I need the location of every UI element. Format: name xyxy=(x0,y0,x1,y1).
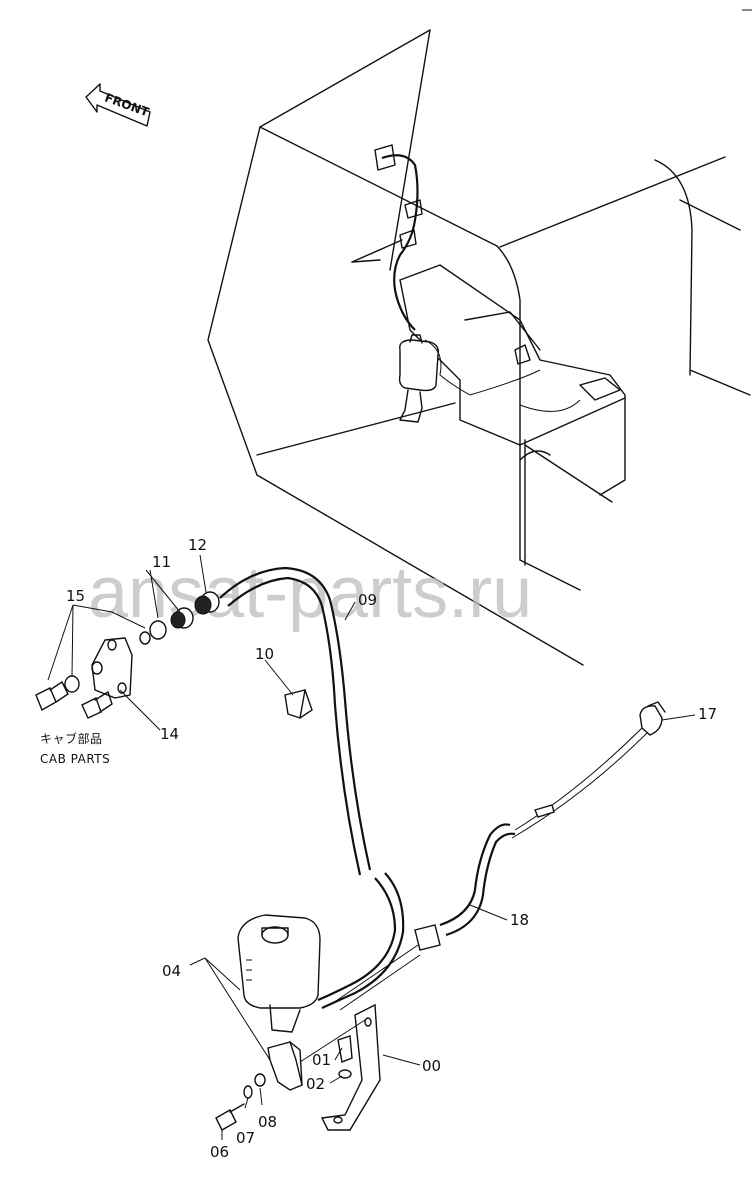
callout-14: 14 xyxy=(160,725,179,743)
cab-parts-note: キャブ部品 CAB PARTS xyxy=(40,731,110,766)
bolt-set xyxy=(215,1073,266,1131)
callout-10: 10 xyxy=(255,645,274,663)
callout-09: 09 xyxy=(358,591,377,609)
washer-tank xyxy=(237,914,321,1091)
callout-08: 08 xyxy=(258,1113,277,1131)
leader-lines xyxy=(47,554,696,1140)
front-arrow-icon: FRONT xyxy=(85,83,152,127)
grommet-assembly xyxy=(35,591,220,719)
callout-15: 15 xyxy=(66,587,85,605)
callout-00: 00 xyxy=(422,1057,441,1075)
cab-parts-en: CAB PARTS xyxy=(40,752,110,766)
cab-parts-jp: キャブ部品 xyxy=(40,731,103,746)
callout-17: 17 xyxy=(698,705,717,723)
machine-body-outline xyxy=(207,9,752,666)
callout-labels: 12 11 15 09 10 14 17 18 04 00 01 02 08 0… xyxy=(66,536,717,1161)
callout-02: 02 xyxy=(306,1075,325,1093)
wire-harness xyxy=(329,701,666,1011)
callout-11: 11 xyxy=(152,553,171,571)
callout-04: 04 xyxy=(162,962,181,980)
callout-06: 06 xyxy=(210,1143,229,1161)
mounting-bracket xyxy=(299,1003,381,1131)
callout-01: 01 xyxy=(312,1051,331,1069)
cab-wiring xyxy=(374,144,471,423)
watermark-text: ansat-parts.ru xyxy=(88,553,532,633)
hose-clamp xyxy=(284,689,313,719)
front-label: FRONT xyxy=(103,91,152,120)
callout-07: 07 xyxy=(236,1129,255,1147)
callout-18: 18 xyxy=(510,911,529,929)
callout-12: 12 xyxy=(188,536,207,554)
console-box xyxy=(399,264,626,496)
